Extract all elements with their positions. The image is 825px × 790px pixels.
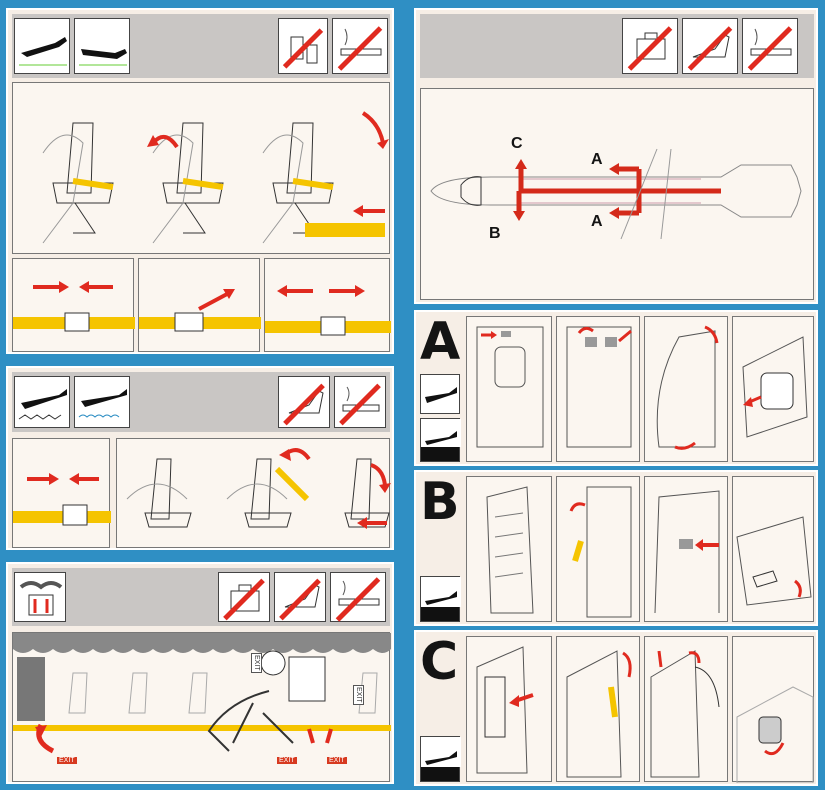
evacuation-panel: EXIT EXIT EXIT EXIT EXIT — [6, 562, 394, 784]
exit-a-step-4 — [732, 316, 814, 462]
airplane-icon-a2 — [420, 418, 461, 462]
exit-b-step-4 — [732, 476, 814, 622]
no-baggage-icon-2 — [622, 18, 678, 74]
exit-label-b: B — [489, 225, 501, 242]
no-baggage-icon — [218, 572, 270, 622]
exit-sign-2: EXIT — [353, 685, 364, 705]
brace-buckle-illustration — [12, 438, 111, 548]
brace-panel — [6, 366, 394, 550]
exit-b-step-2 — [556, 476, 640, 622]
airplane-takeoff-icon — [14, 18, 70, 74]
exit-c-letter: C — [420, 632, 459, 692]
water-landing-icon — [74, 376, 130, 428]
exit-c-panel: C — [414, 630, 818, 786]
floor-exit-marker-2: EXIT — [277, 757, 297, 764]
no-high-heels-icon — [278, 376, 330, 428]
exit-a-step-1 — [466, 316, 552, 462]
buckle-step-1 — [12, 258, 135, 352]
exit-a-step-3 — [644, 316, 728, 462]
no-electronics-icon — [278, 18, 328, 74]
airplane-icon-c — [420, 736, 461, 782]
airplane-icon-a1 — [420, 374, 460, 414]
exit-c-step-4 — [732, 636, 814, 783]
no-high-heels-icon-2 — [274, 572, 326, 622]
exit-b-panel: B — [414, 470, 818, 626]
floor-exit-marker-1: EXIT — [57, 757, 77, 764]
exit-c-step-1 — [466, 636, 552, 782]
seatbelt-panel — [6, 8, 394, 354]
exit-b-step-3 — [644, 476, 728, 622]
seat-upright-illustration — [12, 82, 390, 254]
exit-a-panel: A — [414, 310, 818, 466]
exit-b-step-1 — [466, 476, 552, 622]
exit-sign-1: EXIT — [251, 653, 262, 673]
brace-position-illustration — [116, 438, 391, 548]
exit-b-letter: B — [420, 472, 460, 532]
buckle-step-2 — [138, 258, 261, 352]
exits-map-panel: C B A A — [414, 8, 818, 304]
airplane-icon-b — [420, 576, 461, 622]
no-smoking-icon-2 — [334, 376, 386, 428]
no-high-heels-icon-3 — [682, 18, 738, 74]
exit-c-step-3 — [644, 636, 728, 782]
no-smoking-icon-4 — [742, 18, 798, 74]
floor-exit-marker-3: EXIT — [327, 757, 347, 764]
aircraft-exit-map: C B A A — [420, 88, 814, 300]
no-smoking-icon — [332, 18, 388, 74]
exit-a-step-2 — [556, 316, 640, 462]
buckle-step-3 — [264, 258, 391, 352]
exit-label-a-upper: A — [591, 151, 603, 168]
evacuation-illustration: EXIT EXIT EXIT EXIT EXIT — [12, 632, 391, 782]
smoke-icon — [14, 572, 66, 622]
exit-label-a-lower: A — [591, 213, 603, 230]
emergency-landing-icon — [14, 376, 70, 428]
evacuation-header — [12, 568, 390, 626]
no-smoking-icon-3 — [330, 572, 386, 622]
exit-a-letter: A — [420, 312, 461, 372]
airplane-landing-icon — [74, 18, 130, 74]
exit-c-step-2 — [556, 636, 640, 782]
exit-label-c: C — [511, 135, 523, 152]
